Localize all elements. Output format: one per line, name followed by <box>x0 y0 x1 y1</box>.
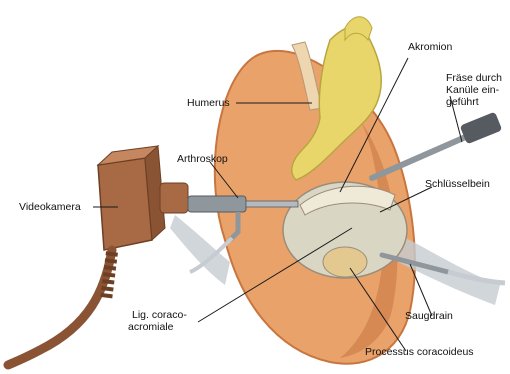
video-camera-body <box>98 158 152 250</box>
cable-strain-relief <box>106 252 112 300</box>
label-arthroskop: Arthroskop <box>177 153 228 165</box>
burr-handle <box>460 112 503 145</box>
label-akromion: Akromion <box>408 41 452 53</box>
label-schluesselbein: Schlüsselbein <box>425 178 490 190</box>
arthroscope-body <box>188 196 246 212</box>
camera-coupler <box>160 183 188 213</box>
coracoid-process <box>323 247 367 277</box>
label-fraese-line1: Fräse durch <box>446 72 502 84</box>
label-humerus: Humerus <box>187 97 230 109</box>
arthroscope-shaft <box>246 201 298 207</box>
label-fraese-line3: geführt <box>446 96 479 108</box>
label-processus: Processus coracoideus <box>365 346 474 358</box>
label-lig-line1: Lig. coraco- <box>132 309 187 321</box>
camera-cable <box>8 250 112 365</box>
label-saugdrain: Saugdrain <box>405 310 453 322</box>
label-videokamera: Videokamera <box>19 201 81 213</box>
label-lig-line2: acromiale <box>128 321 174 333</box>
label-fraese-line2: Kanüle ein- <box>446 84 499 96</box>
